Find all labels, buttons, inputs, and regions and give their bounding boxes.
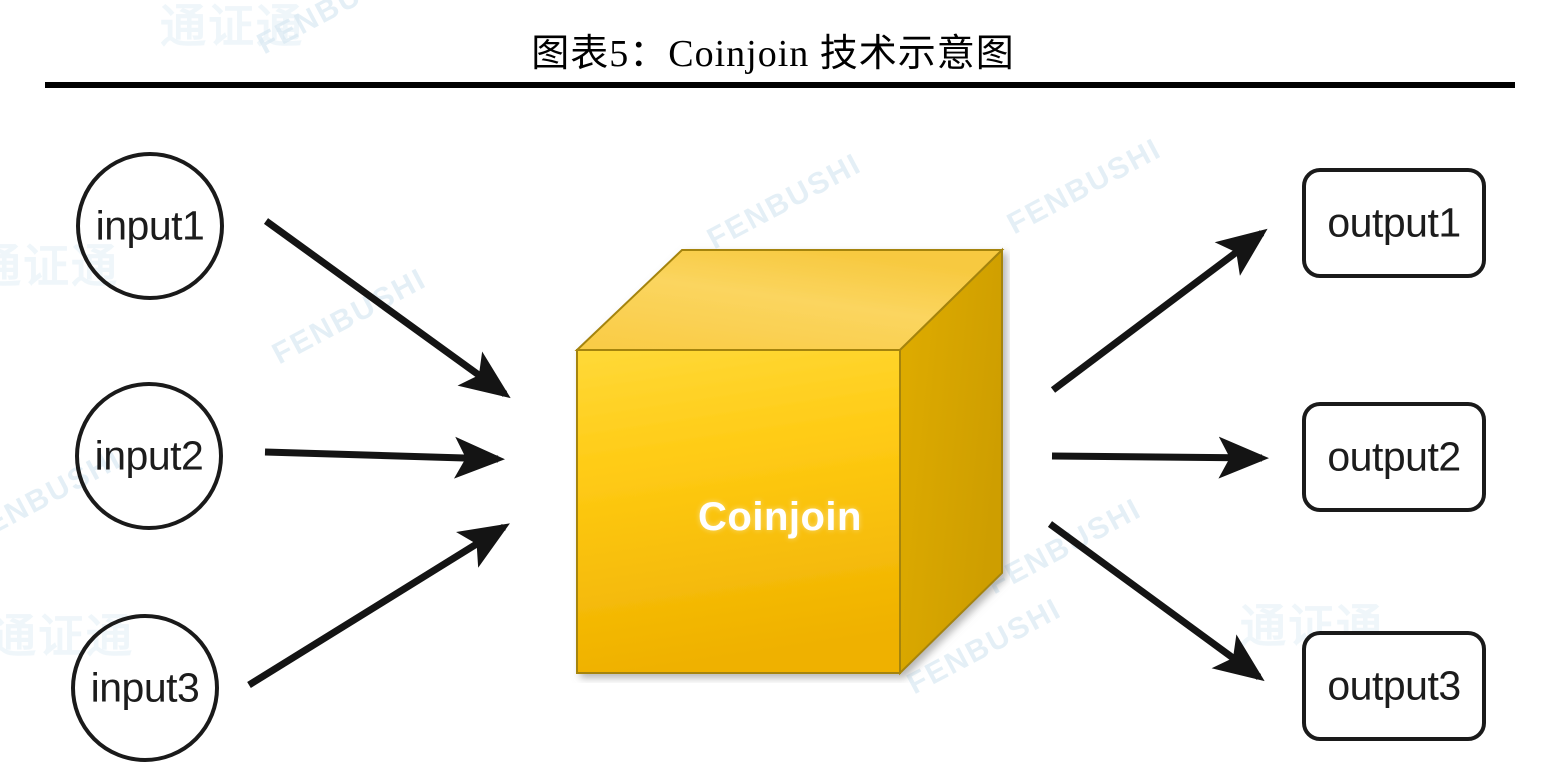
output-node-2[interactable]: output2	[1302, 402, 1486, 512]
output-node-1[interactable]: output1	[1302, 168, 1486, 278]
arrow-cube-to-output2	[1051, 436, 1269, 479]
input-node-2[interactable]: input2	[75, 382, 223, 530]
figure-header: 图表5：Coinjoin 技术示意图	[0, 0, 1546, 100]
output-node-3[interactable]: output3	[1302, 631, 1486, 741]
cube-right-face	[899, 247, 1003, 676]
title-divider	[45, 82, 1515, 88]
input-node-3[interactable]: input3	[71, 614, 219, 762]
arrow-cube-to-output1	[1050, 228, 1268, 393]
coinjoin-cube[interactable]: Coinjoin	[570, 243, 1010, 683]
arrow-cube-to-output3	[1047, 521, 1265, 682]
input-node-1-label: input1	[95, 202, 205, 249]
cube-shape	[574, 247, 1005, 676]
input-node-1[interactable]: input1	[76, 152, 224, 300]
output-node-1-label: output1	[1327, 199, 1461, 246]
arrow-input2-to-cube	[264, 436, 505, 479]
cube-label: Coinjoin	[698, 495, 862, 539]
output-node-2-label: output2	[1327, 433, 1461, 480]
page-title: 图表5：Coinjoin 技术示意图	[531, 33, 1015, 75]
input-node-3-label: input3	[90, 664, 200, 711]
arrow-input3-to-cube	[247, 523, 510, 688]
input-node-2-label: input2	[94, 432, 204, 479]
output-node-3-label: output3	[1327, 662, 1461, 709]
arrow-input1-to-cube	[263, 218, 511, 399]
